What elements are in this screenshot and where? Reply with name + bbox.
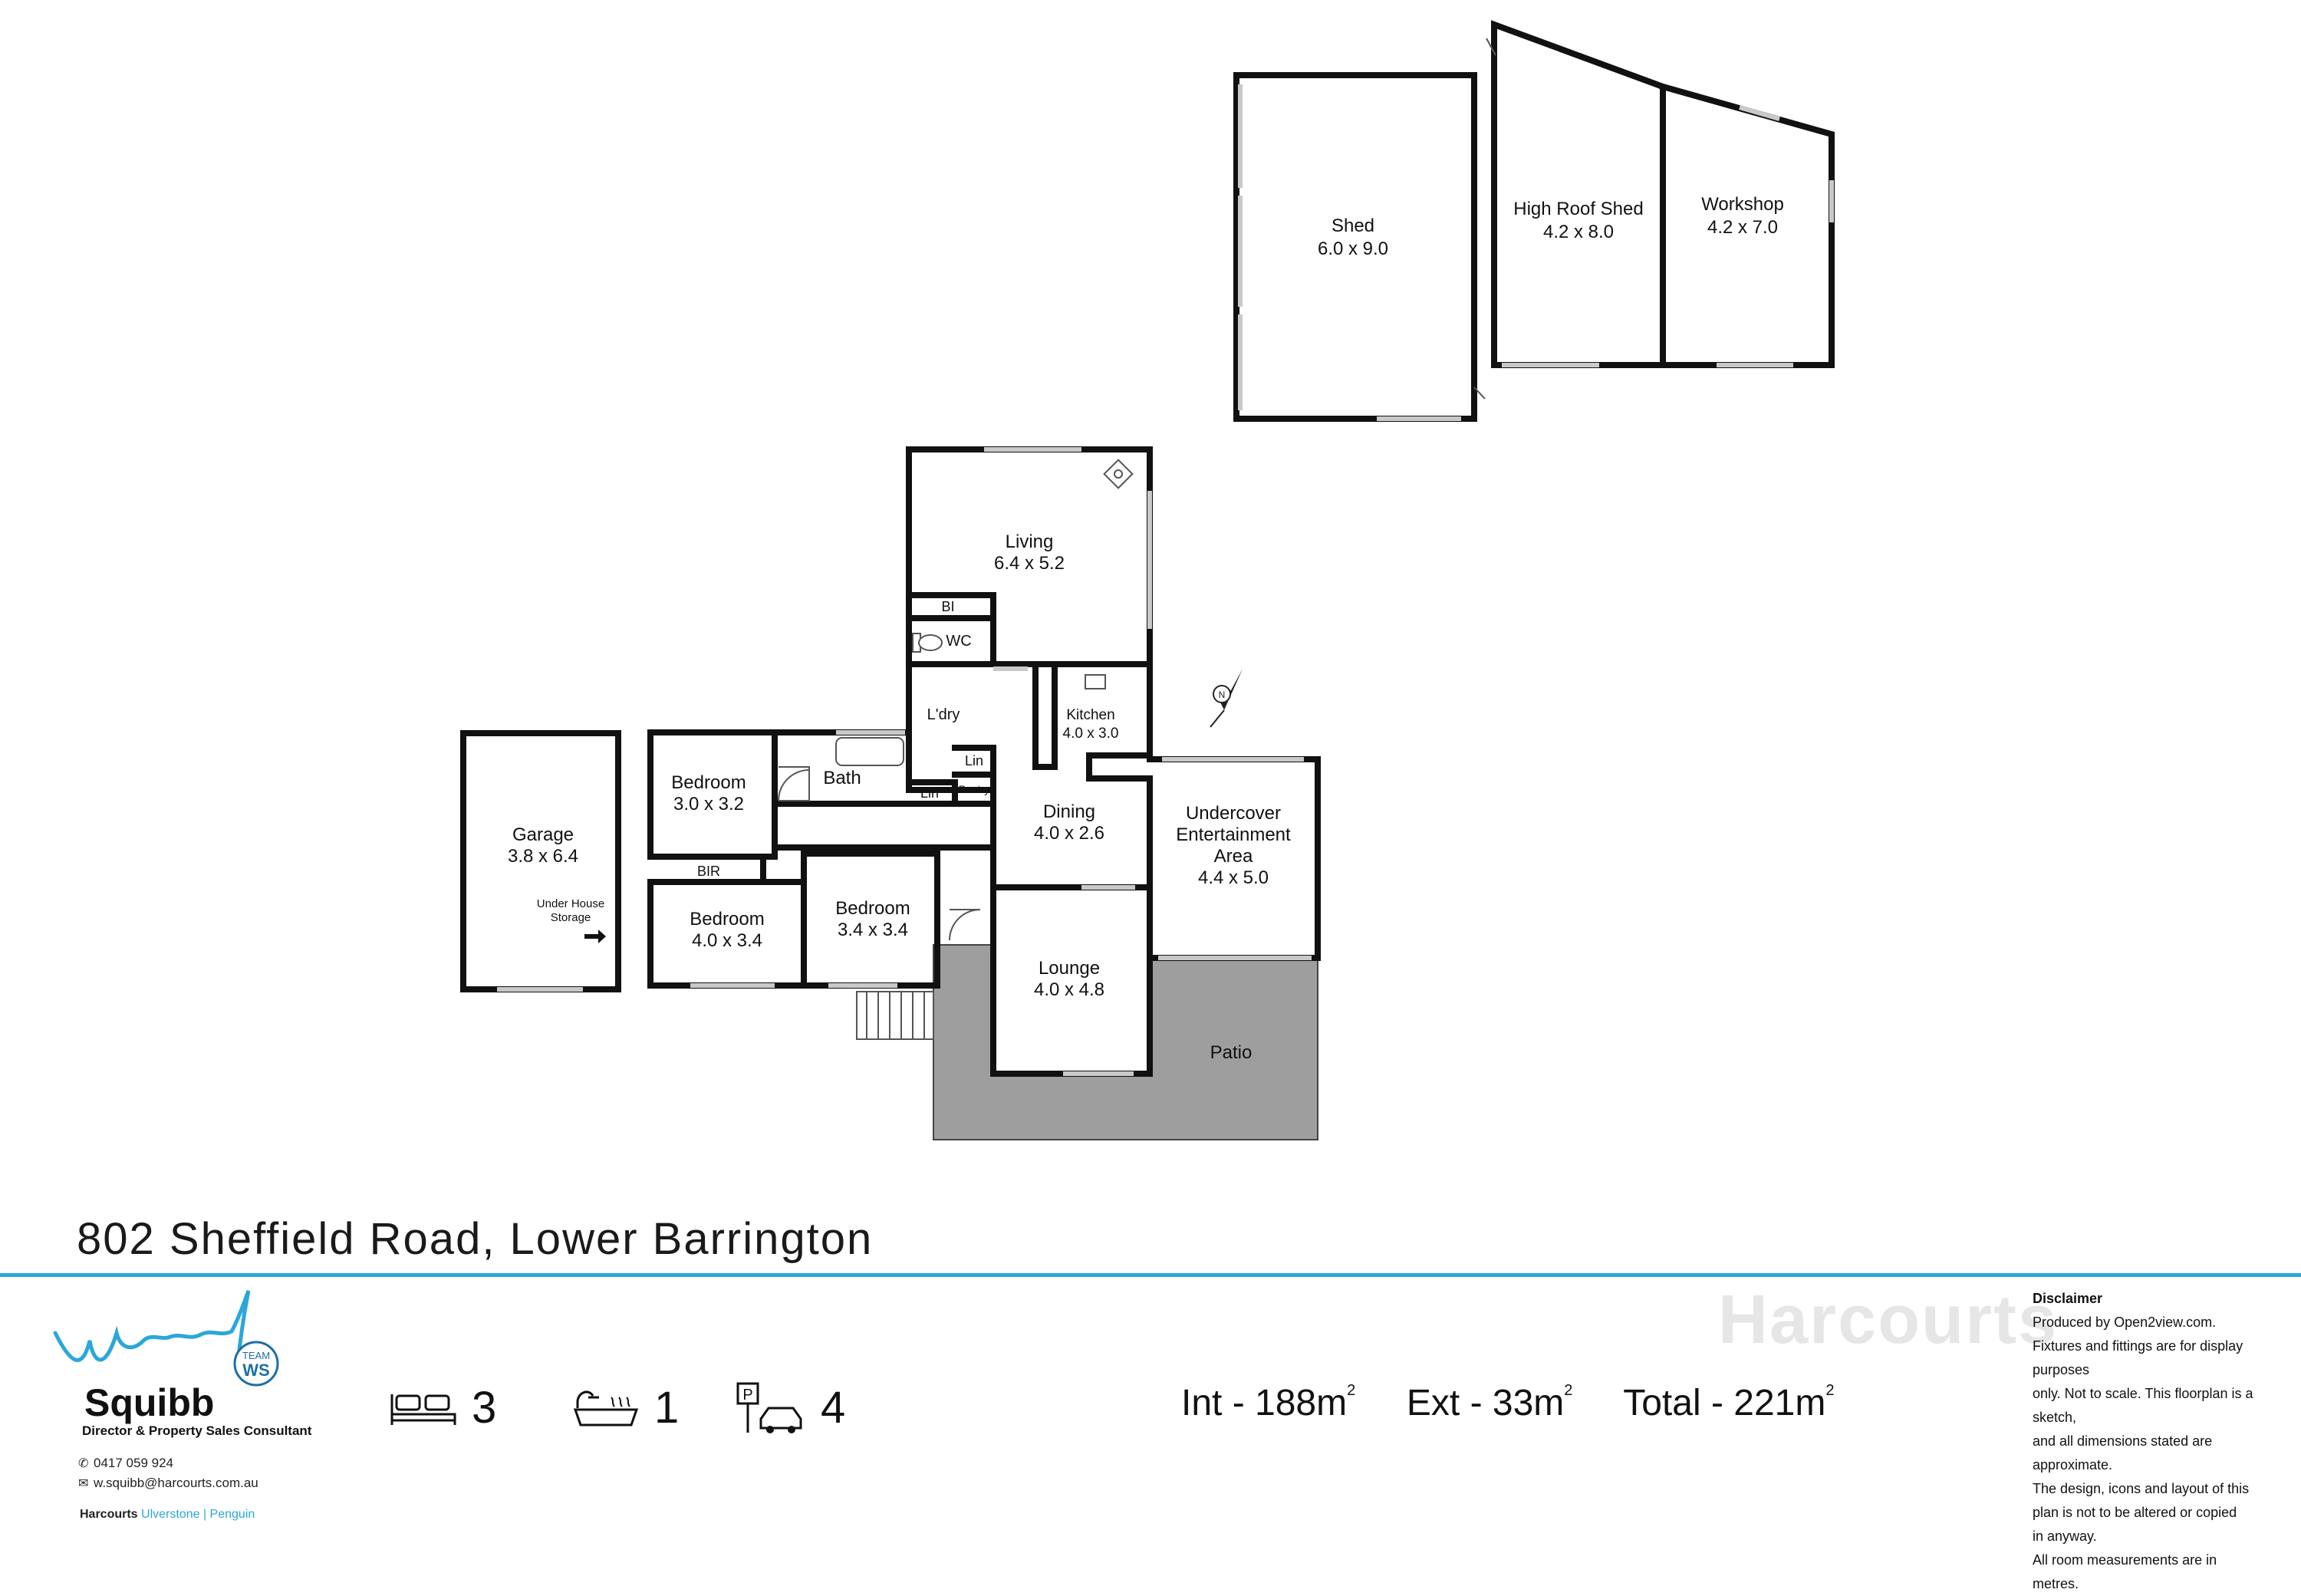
shed-name: Shed xyxy=(1332,216,1374,236)
garage-dims: 3.8 x 6.4 xyxy=(508,846,578,867)
footer-divider xyxy=(0,1273,2301,1277)
storage-line2: Storage xyxy=(551,911,591,924)
int-area: Int - 188m xyxy=(1181,1383,1348,1423)
living-dims: 6.4 x 5.2 xyxy=(994,553,1065,574)
int-area-unit: 2 xyxy=(1347,1382,1356,1399)
total-area-unit: 2 xyxy=(1825,1382,1835,1399)
disclaimer-heading: Disclaimer xyxy=(2033,1291,2103,1306)
kitchen-name: Kitchen xyxy=(1066,707,1114,723)
bedrooms-count: 3 xyxy=(472,1383,497,1433)
lin2-name: Lin xyxy=(920,785,939,801)
compass-icon: N xyxy=(1210,669,1243,728)
agent-name: Squibb xyxy=(84,1381,215,1424)
workshop-name: Workshop xyxy=(1701,194,1784,215)
bedroom1-dims: 3.0 x 3.2 xyxy=(673,794,744,814)
laundry-name: L'dry xyxy=(927,706,960,723)
lounge-name: Lounge xyxy=(1039,958,1100,979)
wc-walls xyxy=(906,615,996,667)
dining-walls xyxy=(990,801,1153,890)
agent-title: Director & Property Sales Consultant xyxy=(82,1423,312,1438)
bathtub-icon xyxy=(835,737,904,766)
shed-walls xyxy=(1233,72,1477,422)
workshop-dims: 4.2 x 7.0 xyxy=(1707,217,1778,238)
arrow-right-icon xyxy=(584,930,606,943)
property-address: 802 Sheffield Road, Lower Barrington xyxy=(77,1214,874,1264)
disclaimer-line: metres. xyxy=(2033,1576,2079,1591)
kitchen-dims: 4.0 x 3.0 xyxy=(1063,726,1119,742)
lin1-name: Lin xyxy=(965,753,983,768)
high-roof-shed-walls xyxy=(1491,20,1666,368)
disclaimer-line: and all dimensions stated are approximat… xyxy=(2033,1433,2213,1473)
fireplace-icon xyxy=(1103,459,1134,489)
bath-icon xyxy=(573,1390,639,1427)
signature-graphic: TEAM WS xyxy=(53,1290,279,1387)
disclaimer: Disclaimer Produced by Open2view.com. Fi… xyxy=(2033,1287,2293,1596)
toilet-icon xyxy=(912,633,943,653)
bathrooms-count: 1 xyxy=(654,1383,680,1433)
shower-icon xyxy=(778,766,810,801)
disclaimer-line: All room measurements are in xyxy=(2033,1552,2217,1568)
bath-name: Bath xyxy=(823,768,861,788)
lounge-dims: 4.0 x 4.8 xyxy=(1034,979,1104,1000)
brand-office: Ulverstone | Penguin xyxy=(141,1508,255,1521)
bed-icon xyxy=(390,1394,456,1425)
high-roof-shed-dims: 4.2 x 8.0 xyxy=(1543,222,1614,242)
undercover-line3: Area xyxy=(1214,846,1253,867)
kitchen-walls xyxy=(1032,661,1153,847)
brand-name: Harcourts xyxy=(80,1508,138,1521)
agent-brand: Harcourts Ulverstone | Penguin xyxy=(80,1508,255,1522)
disclaimer-line: The design, icons and layout of this xyxy=(2033,1481,2250,1496)
bedroom2-dims: 4.0 x 3.4 xyxy=(692,930,762,951)
bedroom3-walls xyxy=(801,851,940,989)
floor-areas: Int - 188m2 Ext - 33m2 Total - 221m2 xyxy=(1181,1382,1834,1424)
bedroom3-name: Bedroom xyxy=(835,898,910,919)
parking-letter: P xyxy=(742,1387,752,1403)
agent-logo: TEAM WS Squibb Director & Property Sales… xyxy=(48,1287,311,1525)
disclaimer-line: Fixtures and fittings are for display pu… xyxy=(2033,1338,2243,1377)
hallway-walls xyxy=(772,801,996,860)
bedroom2-name: Bedroom xyxy=(690,909,764,930)
compass-label: N xyxy=(1219,689,1226,700)
living-name: Living xyxy=(1006,531,1054,552)
parking-icon: P xyxy=(736,1382,802,1433)
disclaimer-line: in anyway. xyxy=(2033,1529,2097,1544)
patio-name: Patio xyxy=(1210,1042,1253,1063)
undercover-dims: 4.4 x 5.0 xyxy=(1198,867,1269,888)
shed-dims: 6.0 x 9.0 xyxy=(1318,239,1388,259)
agent-phone-text: 0417 059 924 xyxy=(94,1456,173,1470)
bir-name: BIR xyxy=(697,864,720,879)
disclaimer-line: only. Not to scale. This floorplan is a … xyxy=(2033,1386,2253,1425)
agent-phone[interactable]: ✆ 0417 059 924 xyxy=(78,1456,173,1471)
undercover-line1: Undercover xyxy=(1186,803,1281,824)
total-area: Total - 221m xyxy=(1623,1383,1826,1423)
agent-email[interactable]: ✉ w.squibb@harcourts.com.au xyxy=(78,1476,258,1491)
high-roof-shed-name: High Roof Shed xyxy=(1513,199,1643,219)
dining-name: Dining xyxy=(1043,801,1095,822)
badge-line1: TEAM xyxy=(242,1350,270,1361)
parking-count: 4 xyxy=(821,1383,846,1433)
phone-icon: ✆ xyxy=(78,1457,89,1470)
agent-email-text: w.squibb@harcourts.com.au xyxy=(94,1476,258,1490)
wc-name: WC xyxy=(946,633,971,650)
undercover-line2: Entertainment xyxy=(1176,824,1291,845)
ext-area-unit: 2 xyxy=(1564,1382,1573,1399)
mail-icon: ✉ xyxy=(78,1477,89,1490)
bedroom1-name: Bedroom xyxy=(671,772,746,793)
badge-line2: WS xyxy=(242,1361,269,1380)
disclaimer-line: Produced by Open2view.com. xyxy=(2033,1315,2217,1330)
floor-plan: N Shed 6.0 x 9.0 High Roof Shed 4.2 x 8.… xyxy=(460,20,1835,1140)
footer xyxy=(0,1277,2301,1534)
dining-dims: 4.0 x 2.6 xyxy=(1034,823,1104,844)
sink-icon xyxy=(1085,674,1106,689)
garage-name: Garage xyxy=(512,824,574,845)
disclaimer-line: plan is not to be altered or copied xyxy=(2033,1505,2237,1520)
bedroom3-dims: 3.4 x 3.4 xyxy=(838,920,908,940)
brand-watermark: Harcourts xyxy=(1718,1282,2059,1358)
steps xyxy=(856,991,934,1040)
pantry-name: Pantry xyxy=(959,783,989,795)
storage-line1: Under House xyxy=(537,897,604,910)
bi-name: BI xyxy=(941,599,954,614)
ext-area: Ext - 33m xyxy=(1406,1383,1565,1423)
